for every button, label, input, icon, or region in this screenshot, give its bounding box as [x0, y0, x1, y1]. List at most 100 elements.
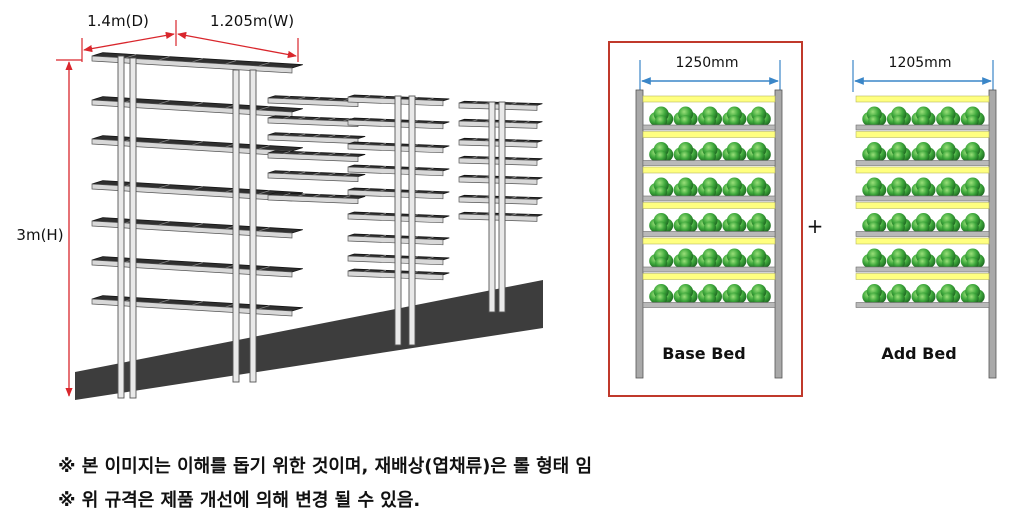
- tray-slat: [363, 212, 371, 216]
- base-bed-lettuce: [722, 284, 747, 305]
- base-bed-lettuce: [673, 177, 698, 198]
- tray-slat: [427, 214, 434, 218]
- tray-slat: [312, 97, 321, 101]
- tray-slat: [363, 165, 371, 169]
- add-bed-tray: [855, 195, 990, 202]
- add-bed-tray: [855, 266, 990, 273]
- rack-post: [488, 101, 496, 313]
- tray-slat: [363, 254, 371, 258]
- tray-slat: [125, 54, 137, 59]
- base-bed-lettuce: [673, 213, 698, 234]
- lettuce-leaf: [892, 115, 905, 127]
- tray-slat: [297, 133, 306, 137]
- tray-slat: [363, 234, 371, 238]
- tray-slat: [363, 188, 371, 192]
- tray-slat: [379, 142, 387, 146]
- lettuce-leaf: [679, 186, 692, 198]
- base-bed-lettuce: [746, 177, 771, 198]
- rack-post: [249, 69, 257, 383]
- tray-slat: [297, 96, 306, 100]
- add-bed-lettuce: [911, 284, 936, 305]
- add-bed-lettuce: [911, 248, 936, 269]
- lettuce-leaf: [728, 292, 741, 305]
- lettuce-leaf: [752, 292, 765, 305]
- add-bed-lettuce: [911, 177, 936, 198]
- tray-slat: [191, 102, 203, 107]
- tray-lip: [267, 194, 359, 204]
- base-bed-caption: Base Bed: [662, 344, 745, 363]
- add-bed-lettuce: [960, 213, 985, 234]
- add-bed-lettuce: [886, 177, 911, 198]
- tray-slat: [327, 152, 336, 156]
- add-bed-lettuce: [886, 284, 911, 305]
- add-bed-lettuce: [960, 106, 985, 127]
- base-bed-tray: [642, 124, 776, 131]
- add-bed-caption: Add Bed: [881, 344, 956, 363]
- tray-slat: [282, 95, 291, 99]
- lettuce-leaf: [655, 150, 668, 163]
- lettuce-leaf: [917, 150, 930, 163]
- tray-slat: [427, 120, 434, 124]
- tray-slat: [297, 193, 306, 197]
- lettuce-leaf: [655, 221, 668, 234]
- base-bed-lettuce: [698, 213, 722, 234]
- base-bed-led-bar: [642, 131, 776, 138]
- base-bed-led-bar: [642, 237, 776, 245]
- lettuce-leaf: [917, 221, 930, 234]
- tray-lip: [458, 102, 538, 111]
- base-bed-lettuce: [746, 284, 771, 305]
- add-bed-lettuce: [911, 213, 936, 234]
- add-bed-lettuce: [911, 106, 936, 127]
- add-bed-diagram: 1205mm Add Bed: [852, 55, 997, 379]
- tray-slat: [297, 151, 306, 155]
- rack-3d-illustration: [75, 52, 543, 400]
- add-bed-led-bar: [855, 166, 990, 174]
- lettuce-leaf: [892, 292, 905, 305]
- tray-slat: [342, 135, 351, 139]
- tray-slat: [258, 227, 270, 232]
- base-bed-lettuce: [649, 284, 674, 305]
- tray-slat: [327, 97, 336, 101]
- tray-slat: [282, 170, 291, 174]
- lettuce-leaf: [728, 150, 741, 163]
- rack-post: [394, 95, 402, 346]
- base-bed-left-post: [635, 89, 644, 379]
- tray-slat: [158, 56, 170, 61]
- tray-slat: [297, 116, 306, 120]
- lettuce-leaf: [752, 257, 765, 269]
- add-bed-right-post: [988, 89, 997, 379]
- add-bed-lettuce: [862, 284, 887, 305]
- lettuce-leaf: [942, 292, 955, 305]
- tray-lip: [267, 172, 359, 182]
- base-bed-lettuce: [746, 213, 771, 234]
- second-rack-shelf: [267, 150, 366, 162]
- lettuce-leaf: [679, 150, 692, 163]
- lettuce-leaf: [728, 257, 741, 269]
- rack-post: [408, 95, 416, 346]
- rack-post: [232, 69, 240, 383]
- add-bed-tray: [855, 302, 990, 308]
- lettuce-leaf: [942, 221, 955, 234]
- lettuce-leaf: [942, 186, 955, 198]
- floor: [75, 280, 543, 400]
- tray-slat: [312, 172, 321, 176]
- add-bed-led-bar: [855, 131, 990, 138]
- add-bed-lettuce: [960, 284, 985, 305]
- base-bed-tray: [642, 231, 776, 237]
- lettuce-leaf: [704, 221, 716, 234]
- add-bed-width-label: 1205mm: [889, 55, 952, 71]
- add-bed-led-bar: [855, 237, 990, 245]
- add-bed-lettuce: [886, 248, 911, 269]
- tray-lip: [267, 152, 359, 162]
- lettuce-leaf: [868, 292, 881, 305]
- tray-slat: [191, 223, 203, 228]
- base-bed-lettuce: [698, 177, 722, 198]
- base-bed-lettuce: [698, 284, 722, 305]
- tray-slat: [342, 173, 351, 177]
- tray-slat: [282, 192, 291, 196]
- tray-slat: [312, 194, 321, 198]
- lettuce-leaf: [655, 292, 668, 305]
- main-rack-shelf: [91, 52, 303, 74]
- tray-slat: [363, 142, 371, 146]
- lettuce-leaf: [679, 257, 692, 269]
